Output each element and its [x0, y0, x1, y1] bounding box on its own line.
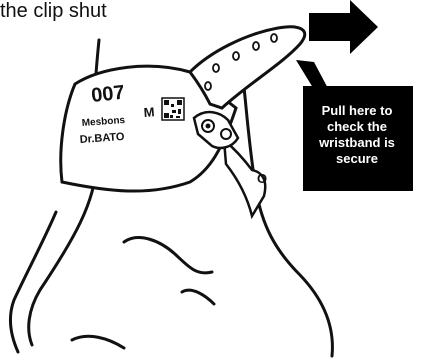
clip-stud-icon: [221, 129, 231, 139]
callout: Pull here to check the wristband is secu…: [296, 60, 413, 191]
callout-line-1: Pull here to: [322, 103, 393, 118]
wristband-id-text: 007: [90, 82, 125, 107]
wristband-side-letter: O: [257, 171, 267, 186]
callout-line-4: secure: [336, 151, 378, 166]
callout-line-3: wristband is: [318, 135, 395, 150]
wristband-initial: M: [143, 104, 155, 120]
wristband-pull-strap: [190, 27, 305, 108]
pull-arrow-icon: [309, 0, 378, 54]
callout-line-2: check the: [327, 119, 387, 134]
qr-code-icon: [162, 98, 184, 120]
